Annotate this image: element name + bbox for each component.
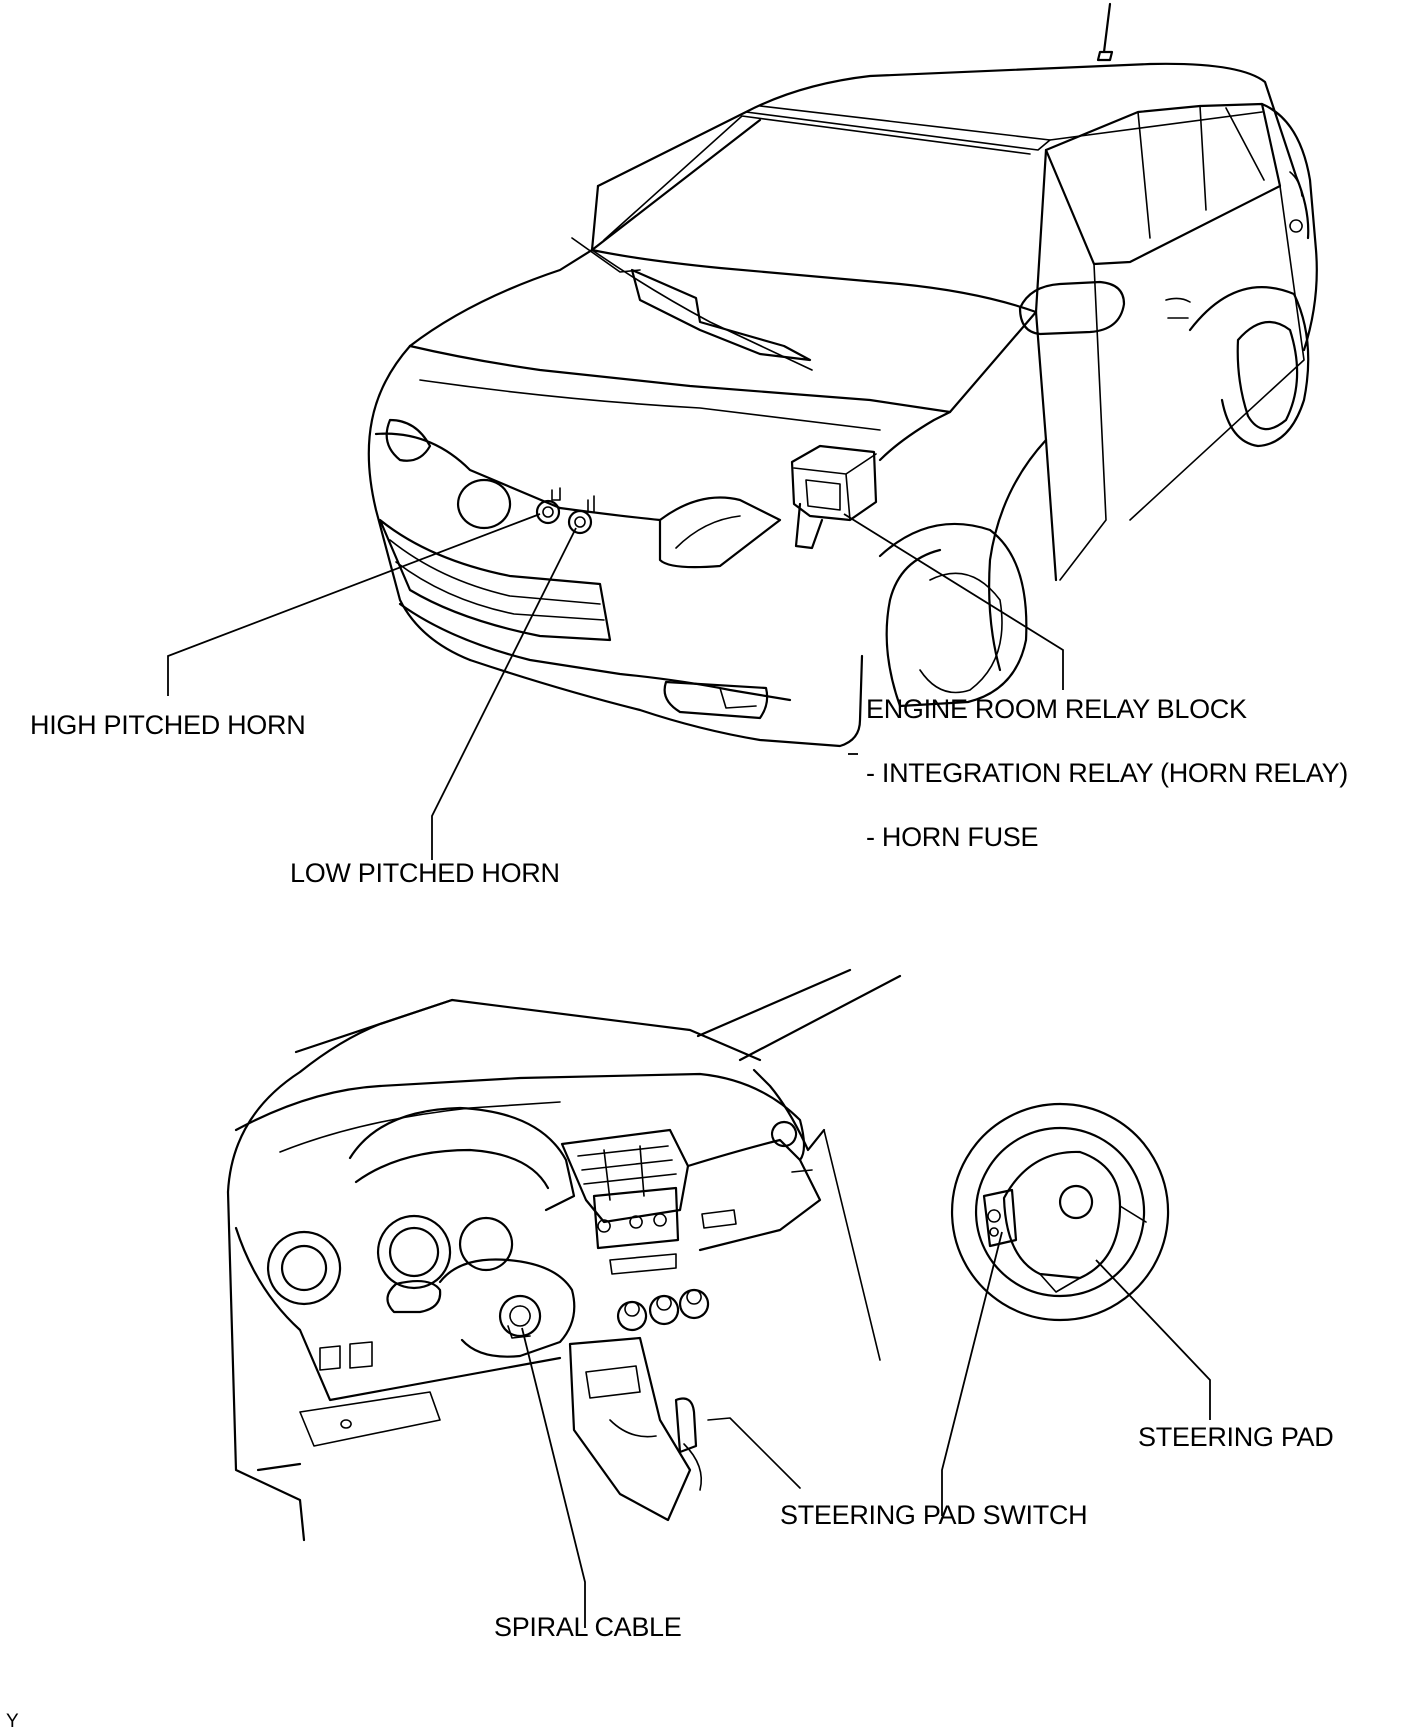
figure-code: Y (6, 1711, 19, 1732)
instrument-panel-illustration (226, 968, 1170, 1542)
spiral-cable-part (499, 1294, 542, 1339)
steering-pad-switch-label: STEERING PAD SWITCH (780, 1500, 1088, 1530)
engine-room-relay-block-part (790, 444, 878, 550)
integration-relay-label: - INTEGRATION RELAY (HORN RELAY) (866, 758, 1348, 788)
leader-high-pitched-horn (167, 513, 541, 696)
steering-wheel-part (950, 1102, 1170, 1322)
high-pitched-horn-label: HIGH PITCHED HORN (30, 710, 306, 740)
low-pitched-horn-part (567, 495, 595, 535)
leader-low-pitched-horn (431, 527, 577, 860)
low-pitched-horn-label: LOW PITCHED HORN (290, 858, 560, 888)
leader-steering-pad (1095, 1259, 1211, 1420)
leader-steering-pad-switch (941, 1231, 1003, 1516)
vehicle-exterior-illustration (367, 2, 1318, 748)
horn-fuse-label: - HORN FUSE (866, 822, 1039, 852)
leader-lines (167, 513, 1211, 1628)
high-pitched-horn-part (535, 487, 561, 525)
leader-engine-room-relay-block (843, 513, 1064, 690)
steering-pad-label: STEERING PAD (1138, 1422, 1334, 1452)
engine-room-relay-block-label: ENGINE ROOM RELAY BLOCK (866, 694, 1247, 724)
spiral-cable-label: SPIRAL CABLE (494, 1612, 682, 1642)
leader-spiral-cable (521, 1327, 586, 1628)
